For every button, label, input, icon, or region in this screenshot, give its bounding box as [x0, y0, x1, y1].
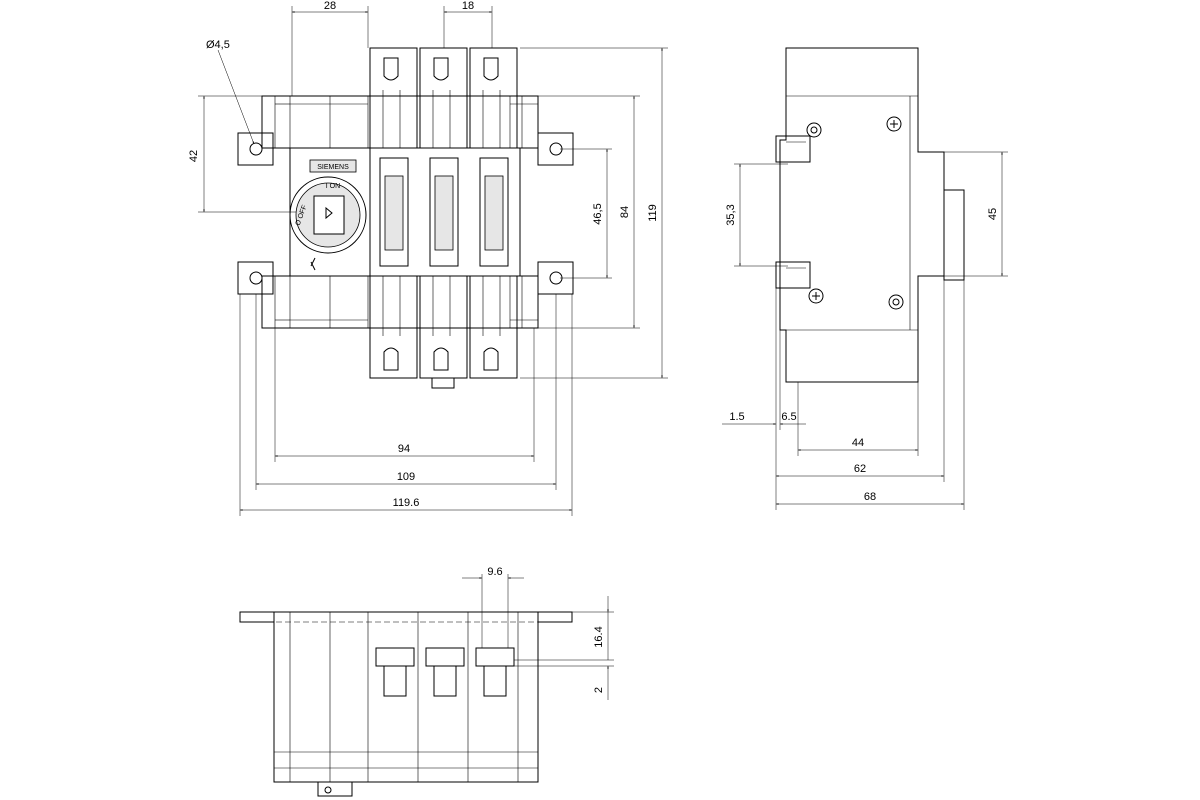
dim-94: 94 [398, 443, 410, 455]
bottom-body [273, 611, 539, 783]
dim-28: 28 [324, 0, 336, 12]
bottom-terminals-view [375, 647, 515, 697]
top-terminals [369, 47, 518, 149]
handle-on-label: I ON [326, 183, 340, 190]
dim-35-3: 35,3 [725, 204, 737, 225]
brand-label: SIEMENS [317, 164, 349, 171]
brand-plate [309, 159, 357, 173]
din-clip-bottom [775, 261, 811, 289]
din-clip-top [775, 135, 811, 163]
dim-18: 18 [462, 0, 474, 12]
dim-46-5: 46,5 [592, 203, 604, 224]
dim-62: 62 [854, 463, 866, 475]
dim-84: 84 [619, 206, 631, 218]
dim-1-5: 1.5 [729, 411, 744, 423]
dim-16-4: 16.4 [593, 626, 605, 647]
front-view: SIEMENS I ON O OFF Ø4,5 28 18 42 46,5 [188, 0, 668, 516]
screw-icon [886, 116, 902, 132]
dim-hole-diameter: Ø4,5 [206, 39, 230, 51]
rotary-handle-ring [289, 176, 367, 254]
lower-ribs [274, 276, 538, 328]
bottom-terminals [369, 275, 518, 389]
side-body [779, 47, 945, 383]
dim-68: 68 [864, 491, 876, 503]
dim-6-5: 6.5 [781, 411, 796, 423]
dim-2: 2 [593, 687, 605, 693]
dim-9-6: 9.6 [487, 566, 502, 578]
dim-119-6: 119.6 [393, 497, 420, 509]
bottom-view: 9.6 16.4 2 [239, 566, 614, 797]
dim-44: 44 [852, 437, 864, 449]
pole-windows [379, 157, 509, 267]
dim-45: 45 [987, 208, 999, 220]
dim-109: 109 [397, 471, 415, 483]
dim-42: 42 [188, 150, 200, 162]
mounting-hole [249, 142, 263, 156]
screw-icon [808, 288, 824, 304]
side-view: 35,3 45 1.5 6.5 44 62 68 [722, 47, 1008, 510]
dim-119: 119 [647, 204, 659, 222]
earth-symbol [310, 257, 316, 271]
upper-ribs [274, 96, 538, 148]
mounting-hole [249, 271, 263, 285]
